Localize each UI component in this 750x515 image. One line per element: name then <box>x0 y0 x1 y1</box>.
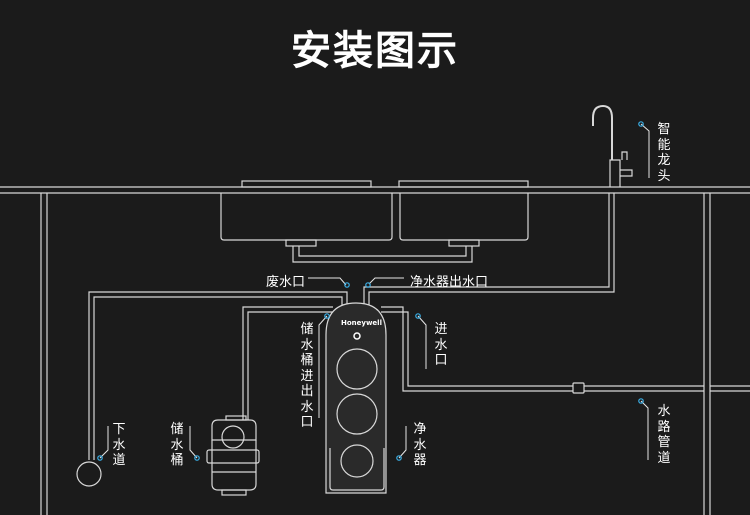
marker-tank-port <box>324 313 330 319</box>
filter-cartridge-3 <box>340 444 374 478</box>
inlet-pipe <box>381 311 573 387</box>
drain-connector-pipe <box>292 246 473 263</box>
label-purifier-outlet: 净水器出水口 <box>410 275 489 290</box>
waste-pipe <box>88 291 348 460</box>
brand-logo: Honeywell <box>341 319 382 327</box>
marker-purifier-outlet <box>365 282 371 288</box>
storage-tank <box>206 415 260 496</box>
marker-floor-drain <box>97 455 103 461</box>
label-storage-tank: 储水桶 <box>170 422 184 468</box>
sink-right-drain <box>448 239 480 247</box>
tank-pipe <box>247 311 333 420</box>
filter-cartridge-2 <box>336 393 378 435</box>
faucet-handle <box>620 151 633 177</box>
marker-drain-outlet <box>344 282 350 288</box>
purifier <box>325 302 387 494</box>
label-faucet: 智能龙头 <box>657 122 671 184</box>
inlet-valve <box>572 382 585 394</box>
sink-left-drain <box>285 239 317 247</box>
marker-tank <box>194 455 200 461</box>
sink-right-rim <box>398 180 529 188</box>
marker-purifier <box>396 455 402 461</box>
floor-drain <box>76 461 102 487</box>
sink-left-rim <box>241 180 372 188</box>
faucet-spout <box>592 104 613 160</box>
page-title: 安装图示 <box>291 28 459 74</box>
label-tank-port: 储水桶进出水口 <box>300 322 314 430</box>
sink-left-basin <box>220 193 393 241</box>
marker-pipeline <box>638 398 644 404</box>
sink-right-basin <box>399 193 529 241</box>
label-purifier: 净水器 <box>413 422 427 468</box>
marker-faucet <box>638 121 644 127</box>
label-water-inlet: 进水口 <box>434 322 448 368</box>
faucet-feed-pipe <box>368 193 615 305</box>
filter-cartridge-1 <box>336 348 378 390</box>
faucet-body <box>609 159 621 187</box>
label-pipeline: 水路管道 <box>657 404 671 466</box>
marker-inlet <box>415 313 421 319</box>
label-floor-drain: 下水道 <box>112 422 126 468</box>
label-drain-outlet: 废水口 <box>266 275 306 290</box>
